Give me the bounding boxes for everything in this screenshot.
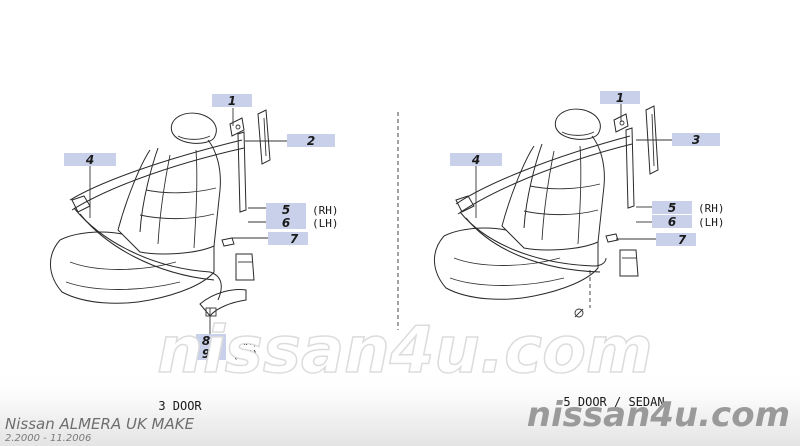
callout-2-label: 2 xyxy=(307,134,315,148)
right-callouts: 1 3 4 5 (RH) 6 (LH) 7 xyxy=(450,91,725,247)
callout-6r-box xyxy=(652,215,692,228)
side-label-rh-5r: (RH) xyxy=(698,202,725,215)
side-label-rh-8: (RH) xyxy=(232,335,259,348)
callout-5-label: 5 xyxy=(282,203,290,217)
side-label-lh-6r: (LH) xyxy=(698,216,725,229)
callout-6-box xyxy=(266,216,306,229)
callout-6-label: 6 xyxy=(282,216,290,230)
callout-7-label: 7 xyxy=(290,232,299,246)
callout-1r-box xyxy=(600,91,640,104)
callout-7r-label: 7 xyxy=(678,233,687,247)
callout-1-label: 1 xyxy=(228,94,236,108)
callout-2-box xyxy=(287,134,335,147)
left-assembly-drawing xyxy=(50,109,271,317)
side-label-lh-9: (LH) xyxy=(232,348,259,361)
side-label-lh-6: (LH) xyxy=(312,217,339,230)
side-label-rh-5: (RH) xyxy=(312,204,339,217)
callout-5r-box xyxy=(652,201,692,214)
callout-1r-label: 1 xyxy=(616,91,624,105)
callout-4-box xyxy=(64,153,116,166)
caption-3-door: 3 DOOR xyxy=(158,399,202,413)
callout-7r-box xyxy=(656,233,696,246)
callout-3-label: 3 xyxy=(692,133,700,147)
callout-8-box xyxy=(196,334,226,347)
callout-7-box xyxy=(268,232,308,245)
callout-8-label: 8 xyxy=(202,334,210,348)
callout-4r-label: 4 xyxy=(471,153,480,167)
callout-4-label: 4 xyxy=(85,153,94,167)
callout-5r-label: 5 xyxy=(668,201,676,215)
caption-5-door-sedan: 5 DOOR / SEDAN xyxy=(563,395,664,409)
footer-logo: nissan4u.com xyxy=(527,395,790,435)
right-assembly-drawing xyxy=(434,105,659,318)
footer-model-title: Nissan ALMERA UK MAKE xyxy=(5,415,195,433)
callout-5-box xyxy=(266,203,306,216)
callout-9-box xyxy=(196,347,226,360)
callout-6r-label: 6 xyxy=(668,215,676,229)
footer-date-range: 2.2000 - 11.2006 xyxy=(5,433,91,444)
callout-9-label: 9 xyxy=(202,347,210,361)
callout-4r-box xyxy=(450,153,502,166)
callout-3-box xyxy=(672,133,720,146)
right-leader-lines xyxy=(475,104,672,240)
left-callouts: 1 2 4 5 (RH) 6 (LH) 7 8 (RH) 9 (LH) xyxy=(64,94,339,361)
callout-1-box xyxy=(212,94,252,107)
